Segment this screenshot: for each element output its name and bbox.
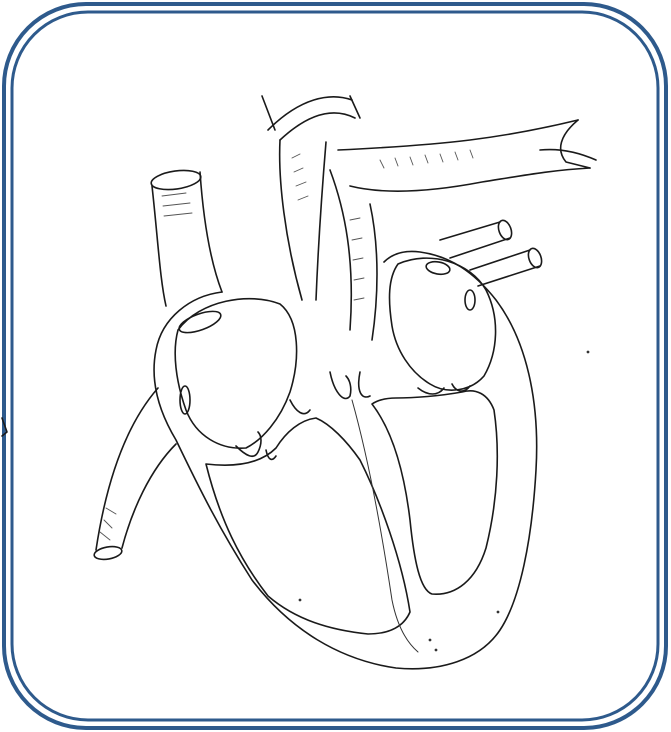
superior-vena-cava bbox=[150, 168, 222, 306]
heart-illustration bbox=[93, 96, 596, 669]
pulmonary-veins bbox=[440, 219, 544, 286]
left-ventricle bbox=[372, 391, 497, 594]
pulmonary-artery bbox=[330, 120, 596, 340]
stipple-detail bbox=[299, 351, 589, 651]
tricuspid-valve bbox=[236, 432, 276, 459]
aortic-arch bbox=[262, 96, 360, 300]
left-atrium bbox=[390, 258, 496, 390]
right-atrium bbox=[175, 299, 296, 449]
semilunar-valves bbox=[290, 372, 370, 414]
heart-outline bbox=[154, 251, 537, 668]
